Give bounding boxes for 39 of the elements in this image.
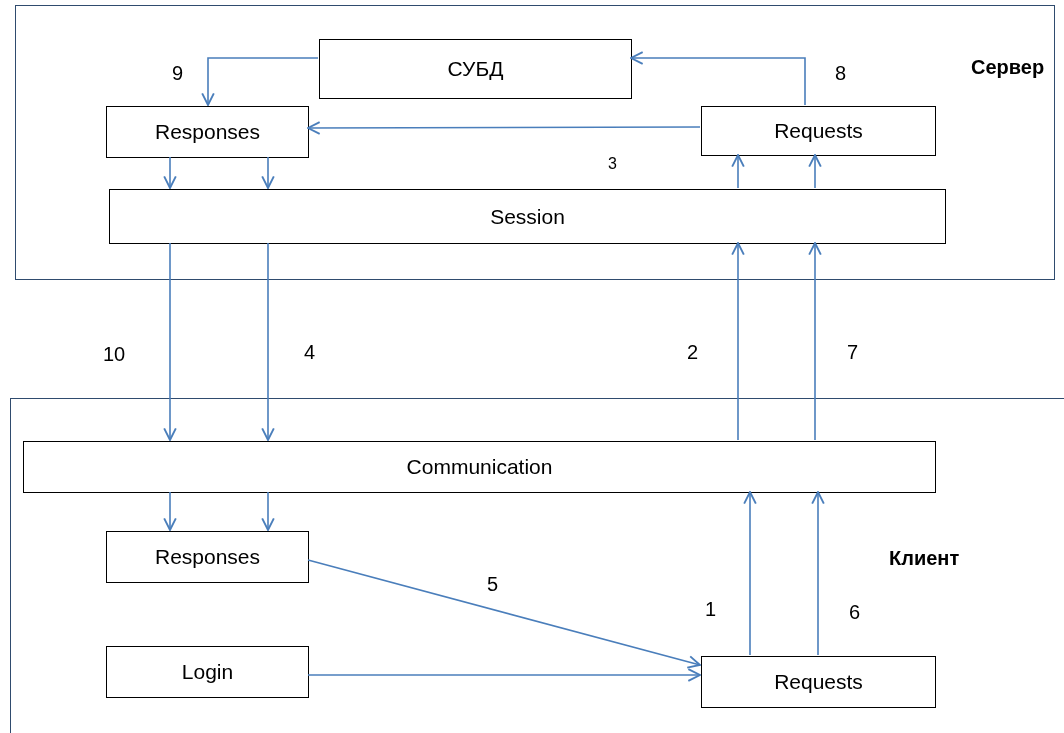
arrow (201, 57, 319, 106)
container-frame (15, 5, 1055, 280)
step-number: 3 (608, 155, 617, 173)
arrow (630, 51, 806, 106)
process-box: Responses (106, 106, 309, 158)
container-frame (10, 398, 1064, 733)
step-number: 2 (687, 341, 699, 364)
step-number: 8 (835, 62, 847, 85)
arrow (811, 491, 825, 656)
arrow (307, 559, 701, 669)
arrow (808, 154, 822, 189)
arrow (731, 154, 745, 189)
arrow (808, 242, 822, 441)
process-box: Requests (701, 106, 936, 156)
arrow (261, 242, 275, 441)
arrow (261, 491, 275, 531)
process-box: Login (106, 646, 309, 698)
step-number: 10 (103, 343, 126, 366)
step-number: 1 (705, 598, 717, 621)
process-box: Responses (106, 531, 309, 583)
arrow (307, 121, 701, 135)
arrow (163, 491, 177, 531)
process-box: Communication (23, 441, 936, 493)
process-box: Session (109, 189, 946, 244)
arrow (731, 242, 745, 441)
arrow (163, 242, 177, 441)
process-box: СУБД (319, 39, 632, 99)
arrow (261, 156, 275, 189)
step-number: 9 (172, 62, 184, 85)
arrow (163, 156, 177, 189)
process-box: Requests (701, 656, 936, 708)
step-number: 7 (847, 341, 859, 364)
step-number: 4 (304, 341, 316, 364)
arrow (743, 491, 757, 656)
step-number: 5 (487, 573, 499, 596)
group-heading: Сервер (971, 56, 1045, 79)
group-heading: Клиент (889, 547, 960, 570)
step-number: 6 (849, 601, 861, 624)
arrow (307, 668, 701, 682)
